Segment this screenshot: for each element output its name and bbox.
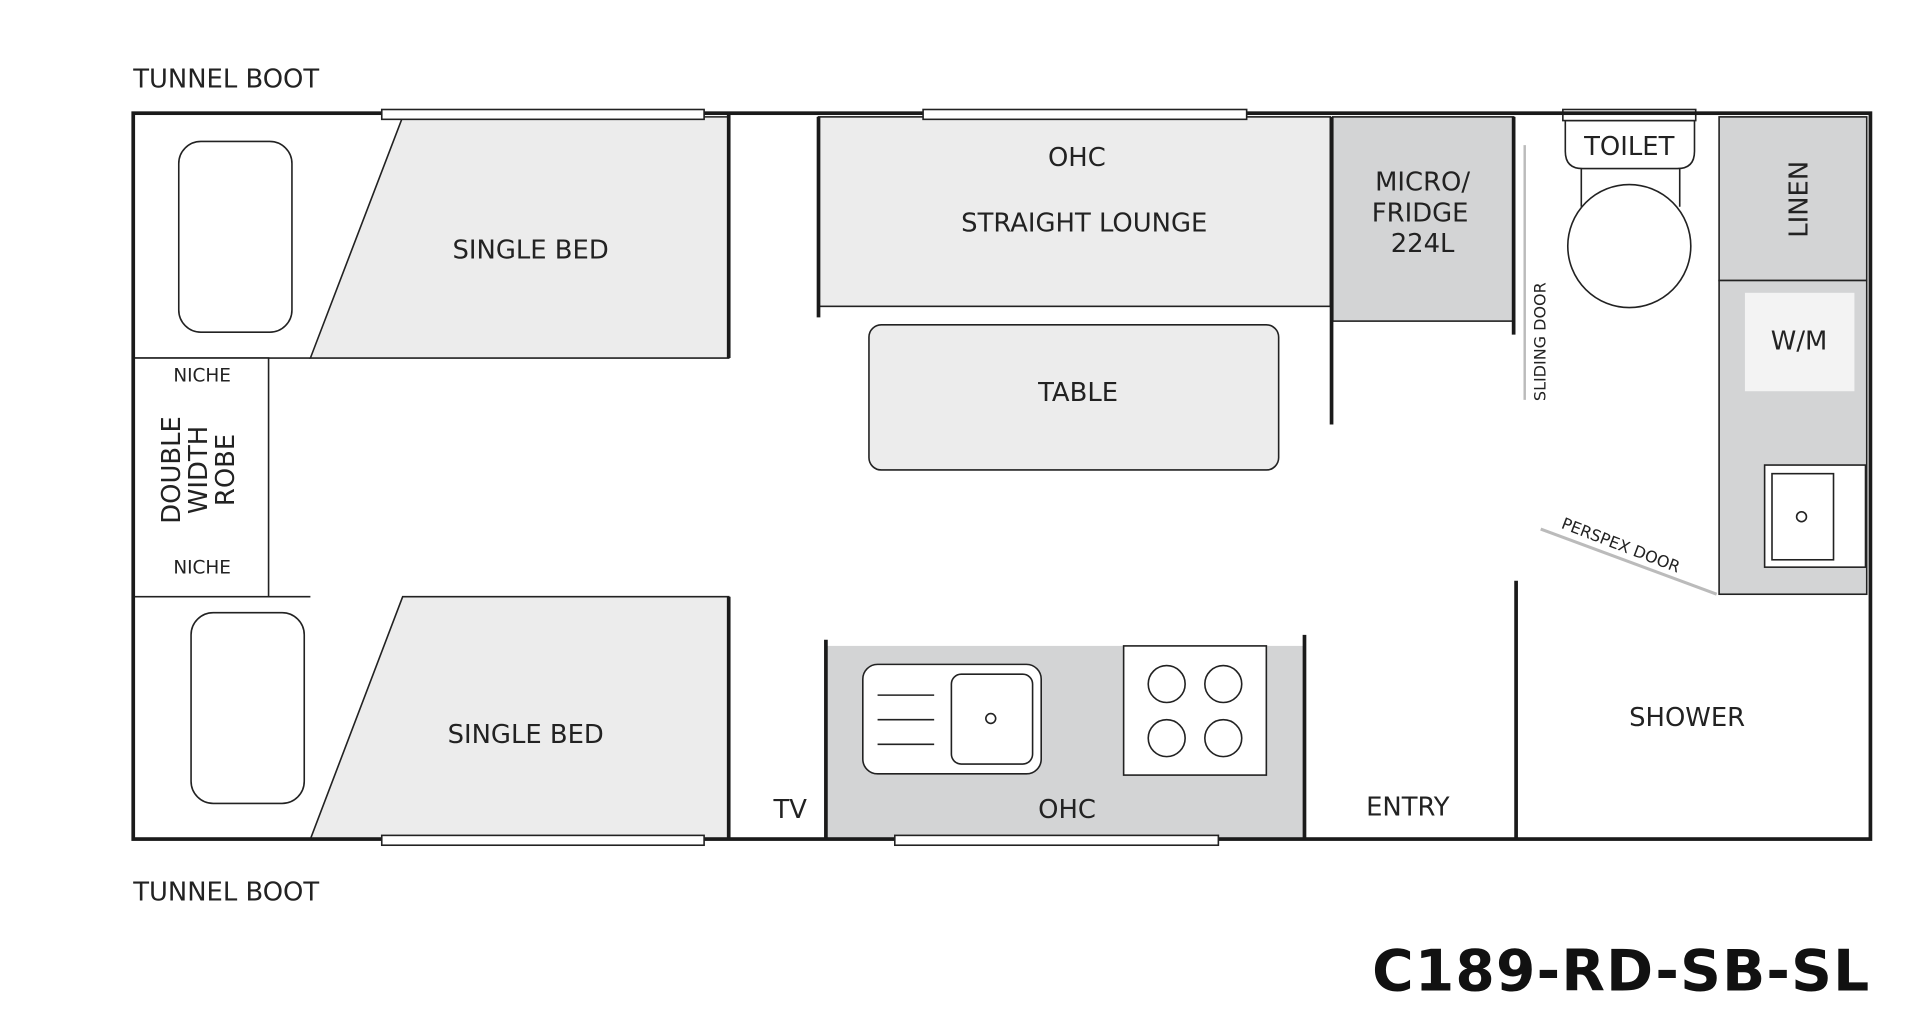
window [922, 108, 1248, 121]
table [868, 324, 1280, 471]
perspex-door [1540, 527, 1718, 596]
straight-lounge-label: STRAIGHT LOUNGE [961, 208, 1207, 238]
fridge-label-2: FRIDGE [1372, 198, 1469, 228]
robe-label-3: ROBE [211, 434, 241, 506]
window [380, 834, 705, 847]
linen-label: LINEN [1785, 161, 1815, 238]
window [893, 834, 1220, 847]
fridge-label-1: MICRO/ [1375, 168, 1470, 198]
entry-label: ENTRY [1366, 793, 1450, 823]
pillow-top [177, 140, 293, 333]
pillow-bottom [190, 611, 306, 805]
sliding-door-label: SLIDING DOOR [1531, 282, 1550, 401]
ohc-bottom-label: OHC [1038, 795, 1096, 825]
micro-fridge [1331, 116, 1515, 322]
tunnel-boot-bottom-label: TUNNEL BOOT [132, 878, 319, 908]
window [380, 108, 705, 121]
single-bed-bottom [309, 595, 730, 840]
niche-top-label: NICHE [173, 365, 231, 386]
burner-icon [1204, 718, 1243, 758]
burner-icon [1147, 718, 1186, 758]
model-code: C189-RD-SB-SL [1372, 938, 1870, 1004]
perspex-door-label: PERSPEX DOOR [1559, 514, 1683, 577]
washing-machine [1744, 292, 1855, 392]
washing-machine-label: W/M [1771, 326, 1828, 356]
basin-drain-icon [1795, 511, 1808, 523]
single-bed-top-label: SINGLE BED [453, 235, 609, 265]
robe-label-2: WIDTH [184, 426, 214, 514]
robe [132, 357, 270, 598]
fridge-label-3: 224L [1391, 229, 1455, 259]
linen-cabinet [1718, 116, 1868, 282]
cooktop [1122, 645, 1268, 776]
robe-label-1: DOUBLE [157, 416, 187, 524]
ohc-top-label: OHC [1048, 143, 1106, 173]
tv-label: TV [772, 795, 807, 825]
burner-icon [1204, 664, 1243, 704]
burner-icon [1147, 664, 1186, 704]
single-bed-bottom-label: SINGLE BED [448, 720, 604, 750]
table-label: TABLE [1037, 378, 1118, 408]
niche-bottom-label: NICHE [173, 557, 231, 578]
toilet-label: TOILET [1583, 132, 1674, 162]
shower-label: SHOWER [1629, 703, 1745, 733]
tunnel-boot-top-label: TUNNEL BOOT [132, 64, 319, 94]
